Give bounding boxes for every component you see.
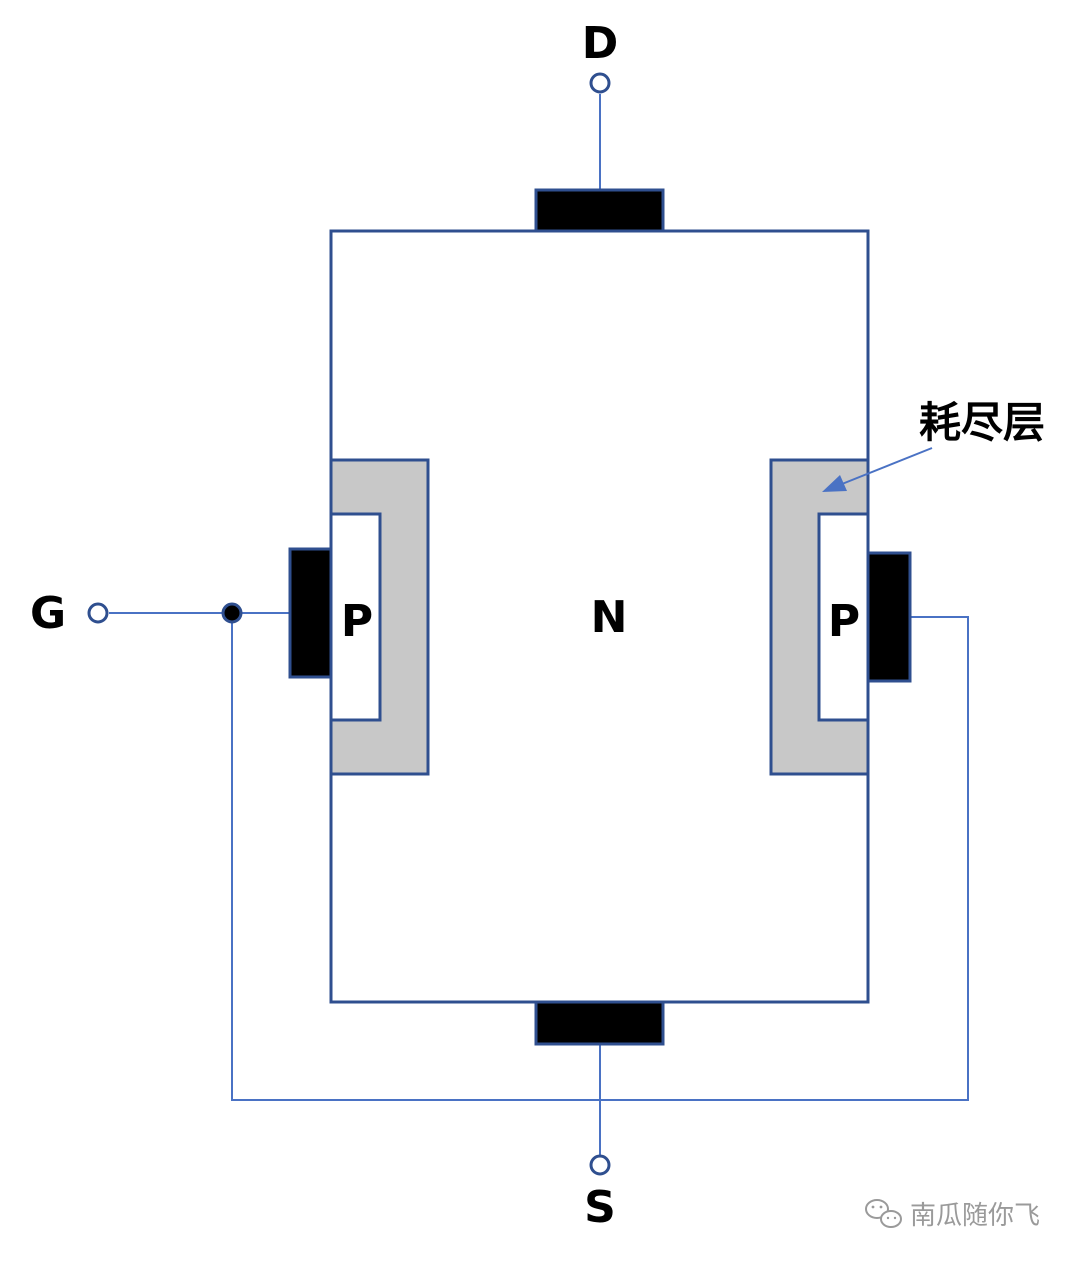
right-gate-electrode — [866, 551, 912, 683]
gate-label: G — [30, 588, 66, 639]
source-label: S — [584, 1182, 616, 1233]
left-p-label: P — [341, 596, 373, 647]
drain-electrode — [534, 188, 665, 233]
depletion-layer-label: 耗尽层 — [919, 398, 1045, 447]
left-p-region — [329, 512, 382, 722]
gate-junction-dot — [221, 602, 243, 624]
gate-return-wire — [231, 613, 969, 1101]
drain-label: D — [582, 18, 619, 69]
wechat-icon — [865, 1199, 902, 1228]
wiring — [109, 94, 969, 1155]
source-terminal — [589, 1154, 611, 1176]
watermark: 南瓜随你飞 — [865, 1199, 1040, 1231]
depletion-layer-arrow — [822, 447, 933, 492]
drain-terminal — [589, 72, 611, 94]
left-gate-electrode — [288, 547, 333, 679]
n-region-label: N — [591, 592, 628, 643]
source-electrode — [534, 1000, 665, 1046]
right-p-label: P — [828, 596, 860, 647]
watermark-text: 南瓜随你飞 — [910, 1201, 1040, 1231]
gate-terminal — [87, 602, 109, 624]
